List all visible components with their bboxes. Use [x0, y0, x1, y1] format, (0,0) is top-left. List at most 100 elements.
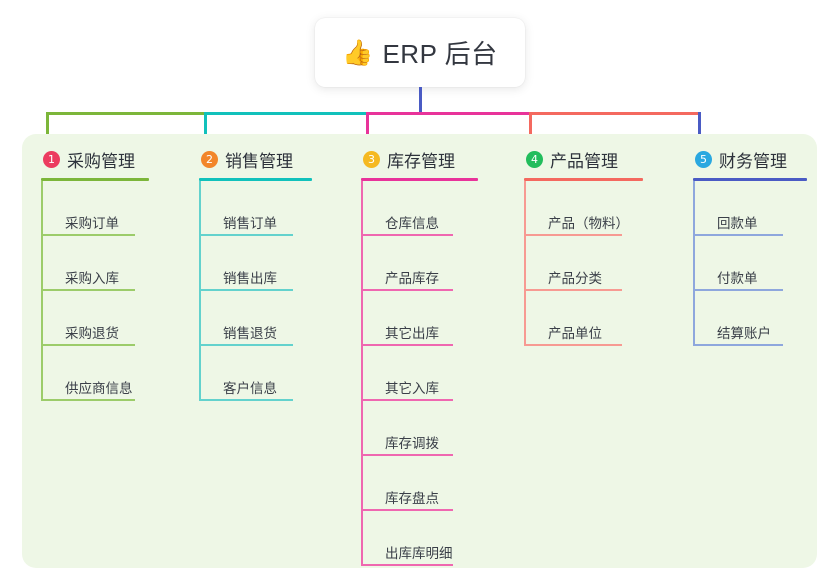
list-item-label: 销售订单 [223, 215, 277, 231]
list-item-label: 产品单位 [548, 325, 602, 341]
list-item[interactable]: 产品（物料） [526, 181, 643, 236]
list-item[interactable]: 供应商信息 [43, 346, 149, 401]
column-title: 采购管理 [67, 151, 135, 171]
column-header-rule [41, 178, 149, 181]
column-4: 4 产品管理产品（物料） 产品分类产品单位 [524, 148, 643, 346]
column-spine [524, 181, 526, 346]
list-item-label: 仓库信息 [385, 215, 439, 231]
list-item-label: 回款单 [717, 215, 758, 231]
column-spine [199, 181, 201, 401]
list-item[interactable]: 销售退货 [201, 291, 312, 346]
list-item[interactable]: 采购入库 [43, 236, 149, 291]
list-item[interactable]: 出库库明细 [363, 511, 478, 566]
list-item[interactable]: 销售订单 [201, 181, 312, 236]
branch-drop-connector [698, 112, 701, 142]
column-spine [693, 181, 695, 346]
thumbs-up-icon: 👍 [342, 38, 374, 67]
column-badge-icon: 2 [201, 150, 218, 168]
list-item[interactable]: 客户信息 [201, 346, 312, 401]
list-item-rule [526, 289, 622, 291]
list-item[interactable]: 其它出库 [363, 291, 478, 346]
list-item[interactable]: 销售出库 [201, 236, 312, 291]
list-item-label: 销售退货 [223, 325, 277, 341]
list-item-label: 付款单 [717, 270, 758, 286]
horizontal-connector-segment [366, 112, 532, 115]
list-item-rule [363, 289, 453, 291]
list-item[interactable]: 采购退货 [43, 291, 149, 346]
root-node[interactable]: 👍 ERP 后台 [315, 18, 525, 87]
list-item[interactable]: 库存调拨 [363, 401, 478, 456]
list-item[interactable]: 回款单 [695, 181, 807, 236]
list-item-label: 客户信息 [223, 380, 277, 396]
column-header-2[interactable]: 2 销售管理 [199, 148, 312, 171]
list-item[interactable]: 产品单位 [526, 291, 643, 346]
branch-drop-connector [529, 112, 532, 142]
column-header-rule [524, 178, 643, 181]
list-item-rule [363, 564, 453, 566]
list-item-label: 销售出库 [223, 270, 277, 286]
list-item-rule [363, 509, 453, 511]
list-item-label: 供应商信息 [65, 380, 133, 396]
column-header-4[interactable]: 4 产品管理 [524, 148, 643, 171]
branch-drop-connector [204, 112, 207, 142]
list-item-label: 其它出库 [385, 325, 439, 341]
column-spine [41, 181, 43, 401]
column-items: 采购订单采购入库采购退货供应商信息 [41, 181, 149, 401]
list-item-rule [526, 344, 622, 346]
branch-drop-connector [366, 112, 369, 142]
column-badge-icon: 4 [526, 150, 543, 168]
list-item-rule [695, 289, 783, 291]
list-item-rule [695, 344, 783, 346]
list-item-label: 出库库明细 [385, 545, 453, 561]
list-item[interactable]: 库存盘点 [363, 456, 478, 511]
list-item-label: 库存盘点 [385, 490, 439, 506]
list-item-label: 采购退货 [65, 325, 119, 341]
horizontal-connector-segment [529, 112, 701, 115]
list-item-rule [43, 234, 135, 236]
list-item[interactable]: 采购订单 [43, 181, 149, 236]
list-item-label: 库存调拨 [385, 435, 439, 451]
root-stem-connector [419, 87, 422, 115]
column-header-5[interactable]: 5 财务管理 [693, 148, 807, 171]
column-items: 销售订单销售出库销售退货客户信息 [199, 181, 312, 401]
column-title: 产品管理 [550, 151, 618, 171]
horizontal-connector-segment [46, 112, 207, 115]
column-2: 2 销售管理销售订单销售出库销售退货客户信息 [199, 148, 312, 401]
column-items: 回款单付款单结算账户 [693, 181, 807, 346]
branch-drop-connector [46, 112, 49, 142]
list-item[interactable]: 其它入库 [363, 346, 478, 401]
list-item-rule [363, 234, 453, 236]
list-item-rule [201, 399, 293, 401]
column-header-rule [199, 178, 312, 181]
column-header-rule [361, 178, 478, 181]
list-item[interactable]: 仓库信息 [363, 181, 478, 236]
column-header-1[interactable]: 1 采购管理 [41, 148, 149, 171]
list-item-rule [201, 344, 293, 346]
list-item-label: 采购入库 [65, 270, 119, 286]
column-5: 5 财务管理回款单付款单结算账户 [693, 148, 807, 346]
list-item-label: 采购订单 [65, 215, 119, 231]
horizontal-connector-segment [204, 112, 369, 115]
column-1: 1 采购管理采购订单采购入库采购退货供应商信息 [41, 148, 149, 401]
column-badge-icon: 5 [695, 150, 712, 168]
column-items: 产品（物料） 产品分类产品单位 [524, 181, 643, 346]
column-title: 财务管理 [719, 151, 787, 171]
column-title: 销售管理 [225, 151, 293, 171]
column-items: 仓库信息产品库存其它出库其它入库库存调拨库存盘点出库库明细 [361, 181, 478, 566]
list-item-rule [43, 399, 135, 401]
list-item-rule [363, 344, 453, 346]
column-header-rule [693, 178, 807, 181]
list-item-label: 产品（物料） [548, 215, 629, 231]
list-item-rule [201, 289, 293, 291]
list-item[interactable]: 产品分类 [526, 236, 643, 291]
board-background [22, 134, 817, 568]
list-item-rule [201, 234, 293, 236]
list-item-rule [363, 399, 453, 401]
column-badge-icon: 1 [43, 150, 60, 168]
list-item[interactable]: 产品库存 [363, 236, 478, 291]
list-item[interactable]: 结算账户 [695, 291, 807, 346]
list-item-rule [695, 234, 783, 236]
list-item[interactable]: 付款单 [695, 236, 807, 291]
